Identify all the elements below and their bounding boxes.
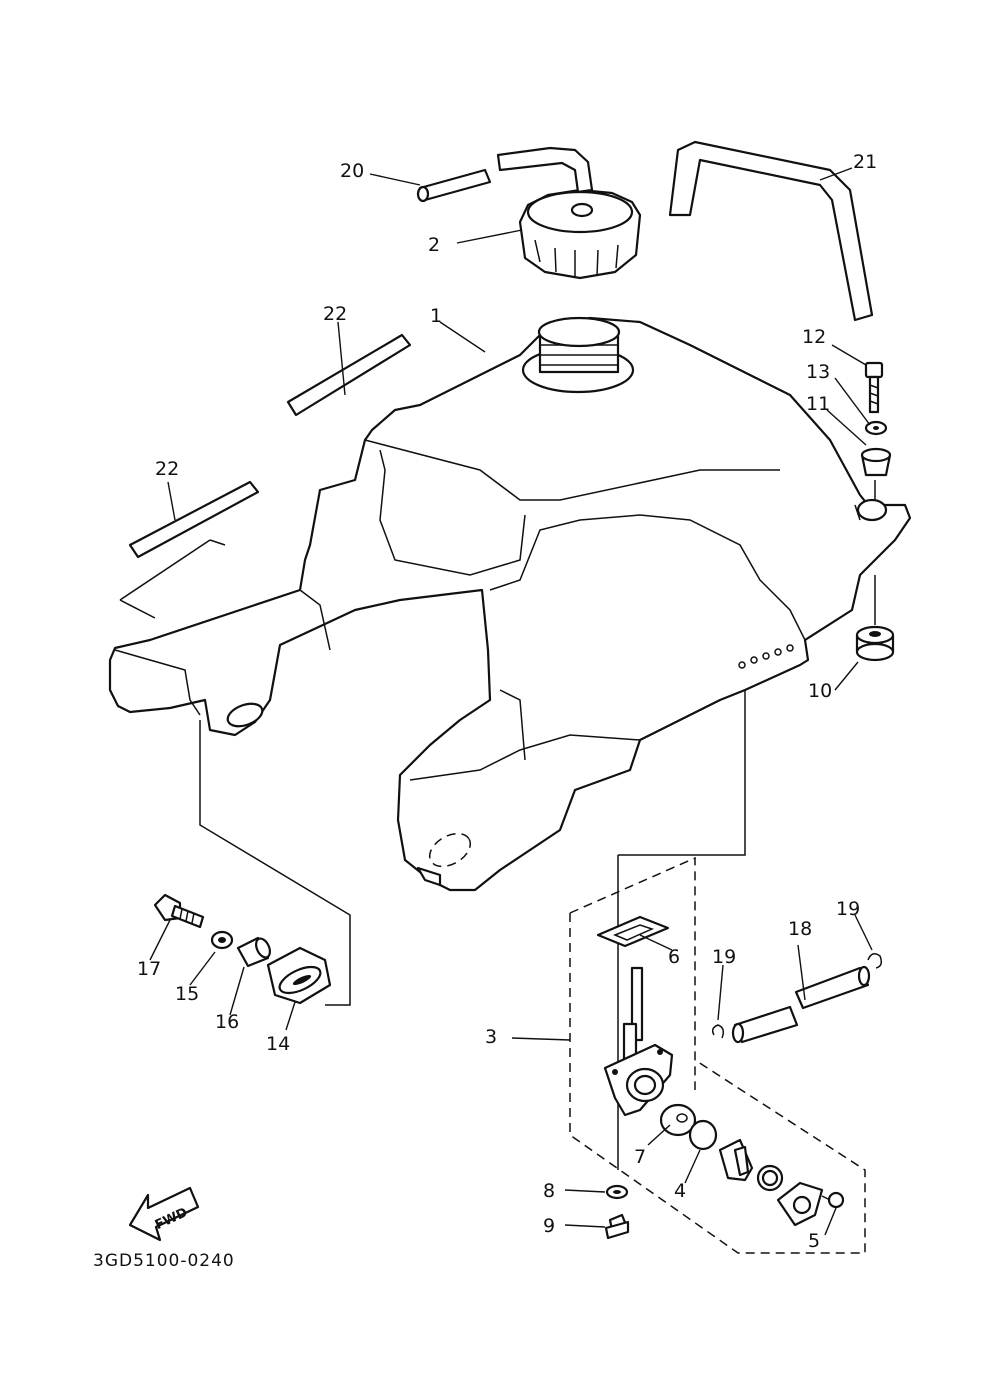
- callout-20: 20: [340, 160, 364, 182]
- axis-line-left: [199, 720, 351, 1006]
- callout-11: 11: [806, 393, 830, 415]
- assembly-boundary-bottom: [569, 913, 866, 1254]
- callout-14: 14: [266, 1033, 290, 1055]
- callout-19-right: 19: [836, 898, 860, 920]
- callout-8: 8: [543, 1180, 555, 1202]
- drain-screw-9: [604, 1213, 630, 1240]
- callout-19-left: 19: [712, 946, 736, 968]
- fuel-cock-body: [603, 966, 674, 1117]
- callout-7: 7: [634, 1146, 646, 1168]
- diaphragm-4: [688, 1119, 718, 1151]
- vent-hose: [416, 146, 594, 203]
- damper-upper: [286, 333, 412, 417]
- assembly-boundary-top: [569, 856, 696, 1090]
- callout-4: 4: [674, 1180, 686, 1202]
- fuel-hose-18: [731, 965, 871, 1044]
- callout-21: 21: [853, 151, 877, 173]
- callout-22-lower: 22: [155, 458, 179, 480]
- cover-plate: [776, 1181, 824, 1227]
- callout-13: 13: [806, 361, 830, 383]
- clip-19-upper: [867, 953, 883, 969]
- forward-direction-arrow: FWD: [128, 1186, 200, 1242]
- fuel-tank: [108, 316, 912, 892]
- bolt-17: [153, 893, 205, 929]
- callout-18: 18: [788, 918, 812, 940]
- cock-lever-part: [718, 1138, 754, 1182]
- washer-13: [864, 420, 888, 436]
- lever-7: [659, 1103, 697, 1137]
- callout-16: 16: [215, 1011, 239, 1033]
- callout-10: 10: [808, 680, 832, 702]
- damper-lower: [119, 480, 260, 619]
- callout-3: 3: [485, 1026, 497, 1048]
- callout-9: 9: [543, 1215, 555, 1237]
- gasket-6: [596, 915, 670, 948]
- axis-line-petcock: [617, 690, 746, 1170]
- callout-6: 6: [668, 946, 680, 968]
- oring-part: [756, 1164, 784, 1192]
- callout-labels: 1 2 3 4 5 6 7 8 9 10 11 12 13 14 15 16 1…: [137, 151, 877, 1252]
- callout-12: 12: [802, 326, 826, 348]
- document-code: 3GD5100-0240: [93, 1251, 235, 1271]
- callout-2: 2: [428, 234, 440, 256]
- collar-11: [860, 447, 892, 477]
- grommet-10: [855, 625, 895, 662]
- clip-19-lower: [711, 1024, 725, 1039]
- callout-22-upper: 22: [323, 303, 347, 325]
- grommet-14: [266, 946, 332, 1005]
- screw-5: [821, 1191, 845, 1209]
- collar-16: [236, 936, 271, 968]
- callout-1: 1: [430, 305, 442, 327]
- callout-17: 17: [137, 958, 161, 980]
- fuel-cap: [518, 188, 642, 280]
- callout-5: 5: [808, 1230, 820, 1252]
- bolt-12: [864, 361, 884, 414]
- leader-lines: [149, 167, 873, 1236]
- tank-band: [668, 140, 874, 322]
- washer-8: [605, 1184, 629, 1200]
- callout-15: 15: [175, 983, 199, 1005]
- washer-15: [210, 930, 234, 950]
